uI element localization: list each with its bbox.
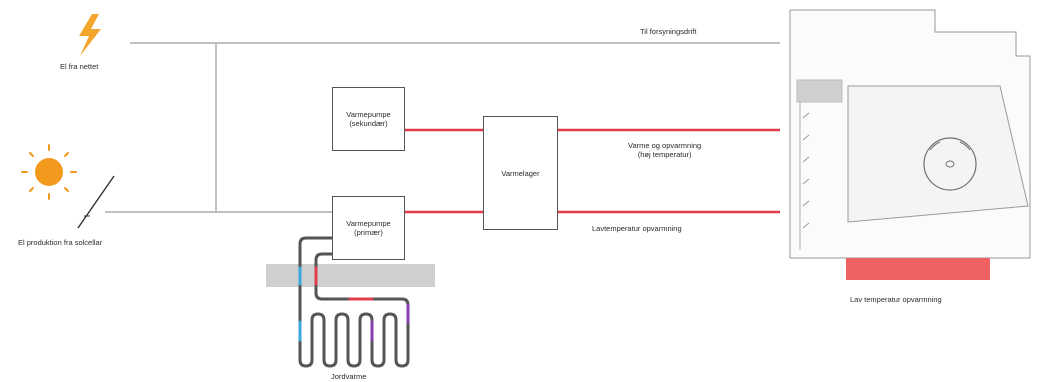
building-floorplan — [789, 9, 1031, 259]
solar-panel-icon — [77, 175, 115, 229]
solar-source-label: El produktion fra solcellar — [18, 238, 103, 247]
power-lines — [105, 42, 780, 213]
heat-pump-primary-label: Varmepumpe (primær) — [346, 219, 391, 237]
heat-storage-box: Varmelager — [483, 116, 558, 230]
ground-collector-pipes — [298, 236, 410, 368]
heat-pump-secondary-box: Varmepumpe (sekundær) — [332, 87, 405, 151]
heat-storage-label: Varmelager — [501, 168, 540, 178]
power-supply-label: Til forsyningsdrift — [640, 27, 697, 36]
ground-heat-label: Jordvarme — [331, 372, 367, 381]
electricity-source-label: El fra nettet — [60, 62, 99, 71]
heat-pump-secondary-label: Varmepumpe (sekundær) — [346, 110, 391, 128]
heat-pipes — [405, 128, 780, 214]
high-temp-label: Varme og opvarmning (høj temperatur) — [628, 141, 702, 159]
ground-band — [266, 264, 435, 287]
heat-pump-primary-box: Varmepumpe (primær) — [332, 196, 405, 260]
lightning-icon — [79, 14, 101, 56]
floor-heating-label: Lav temperatur opvarmning — [850, 295, 942, 304]
floor-heating-bar — [846, 258, 990, 280]
sun-icon — [21, 144, 77, 200]
low-temp-label: Lavtemperatur opvarmning — [592, 224, 682, 233]
